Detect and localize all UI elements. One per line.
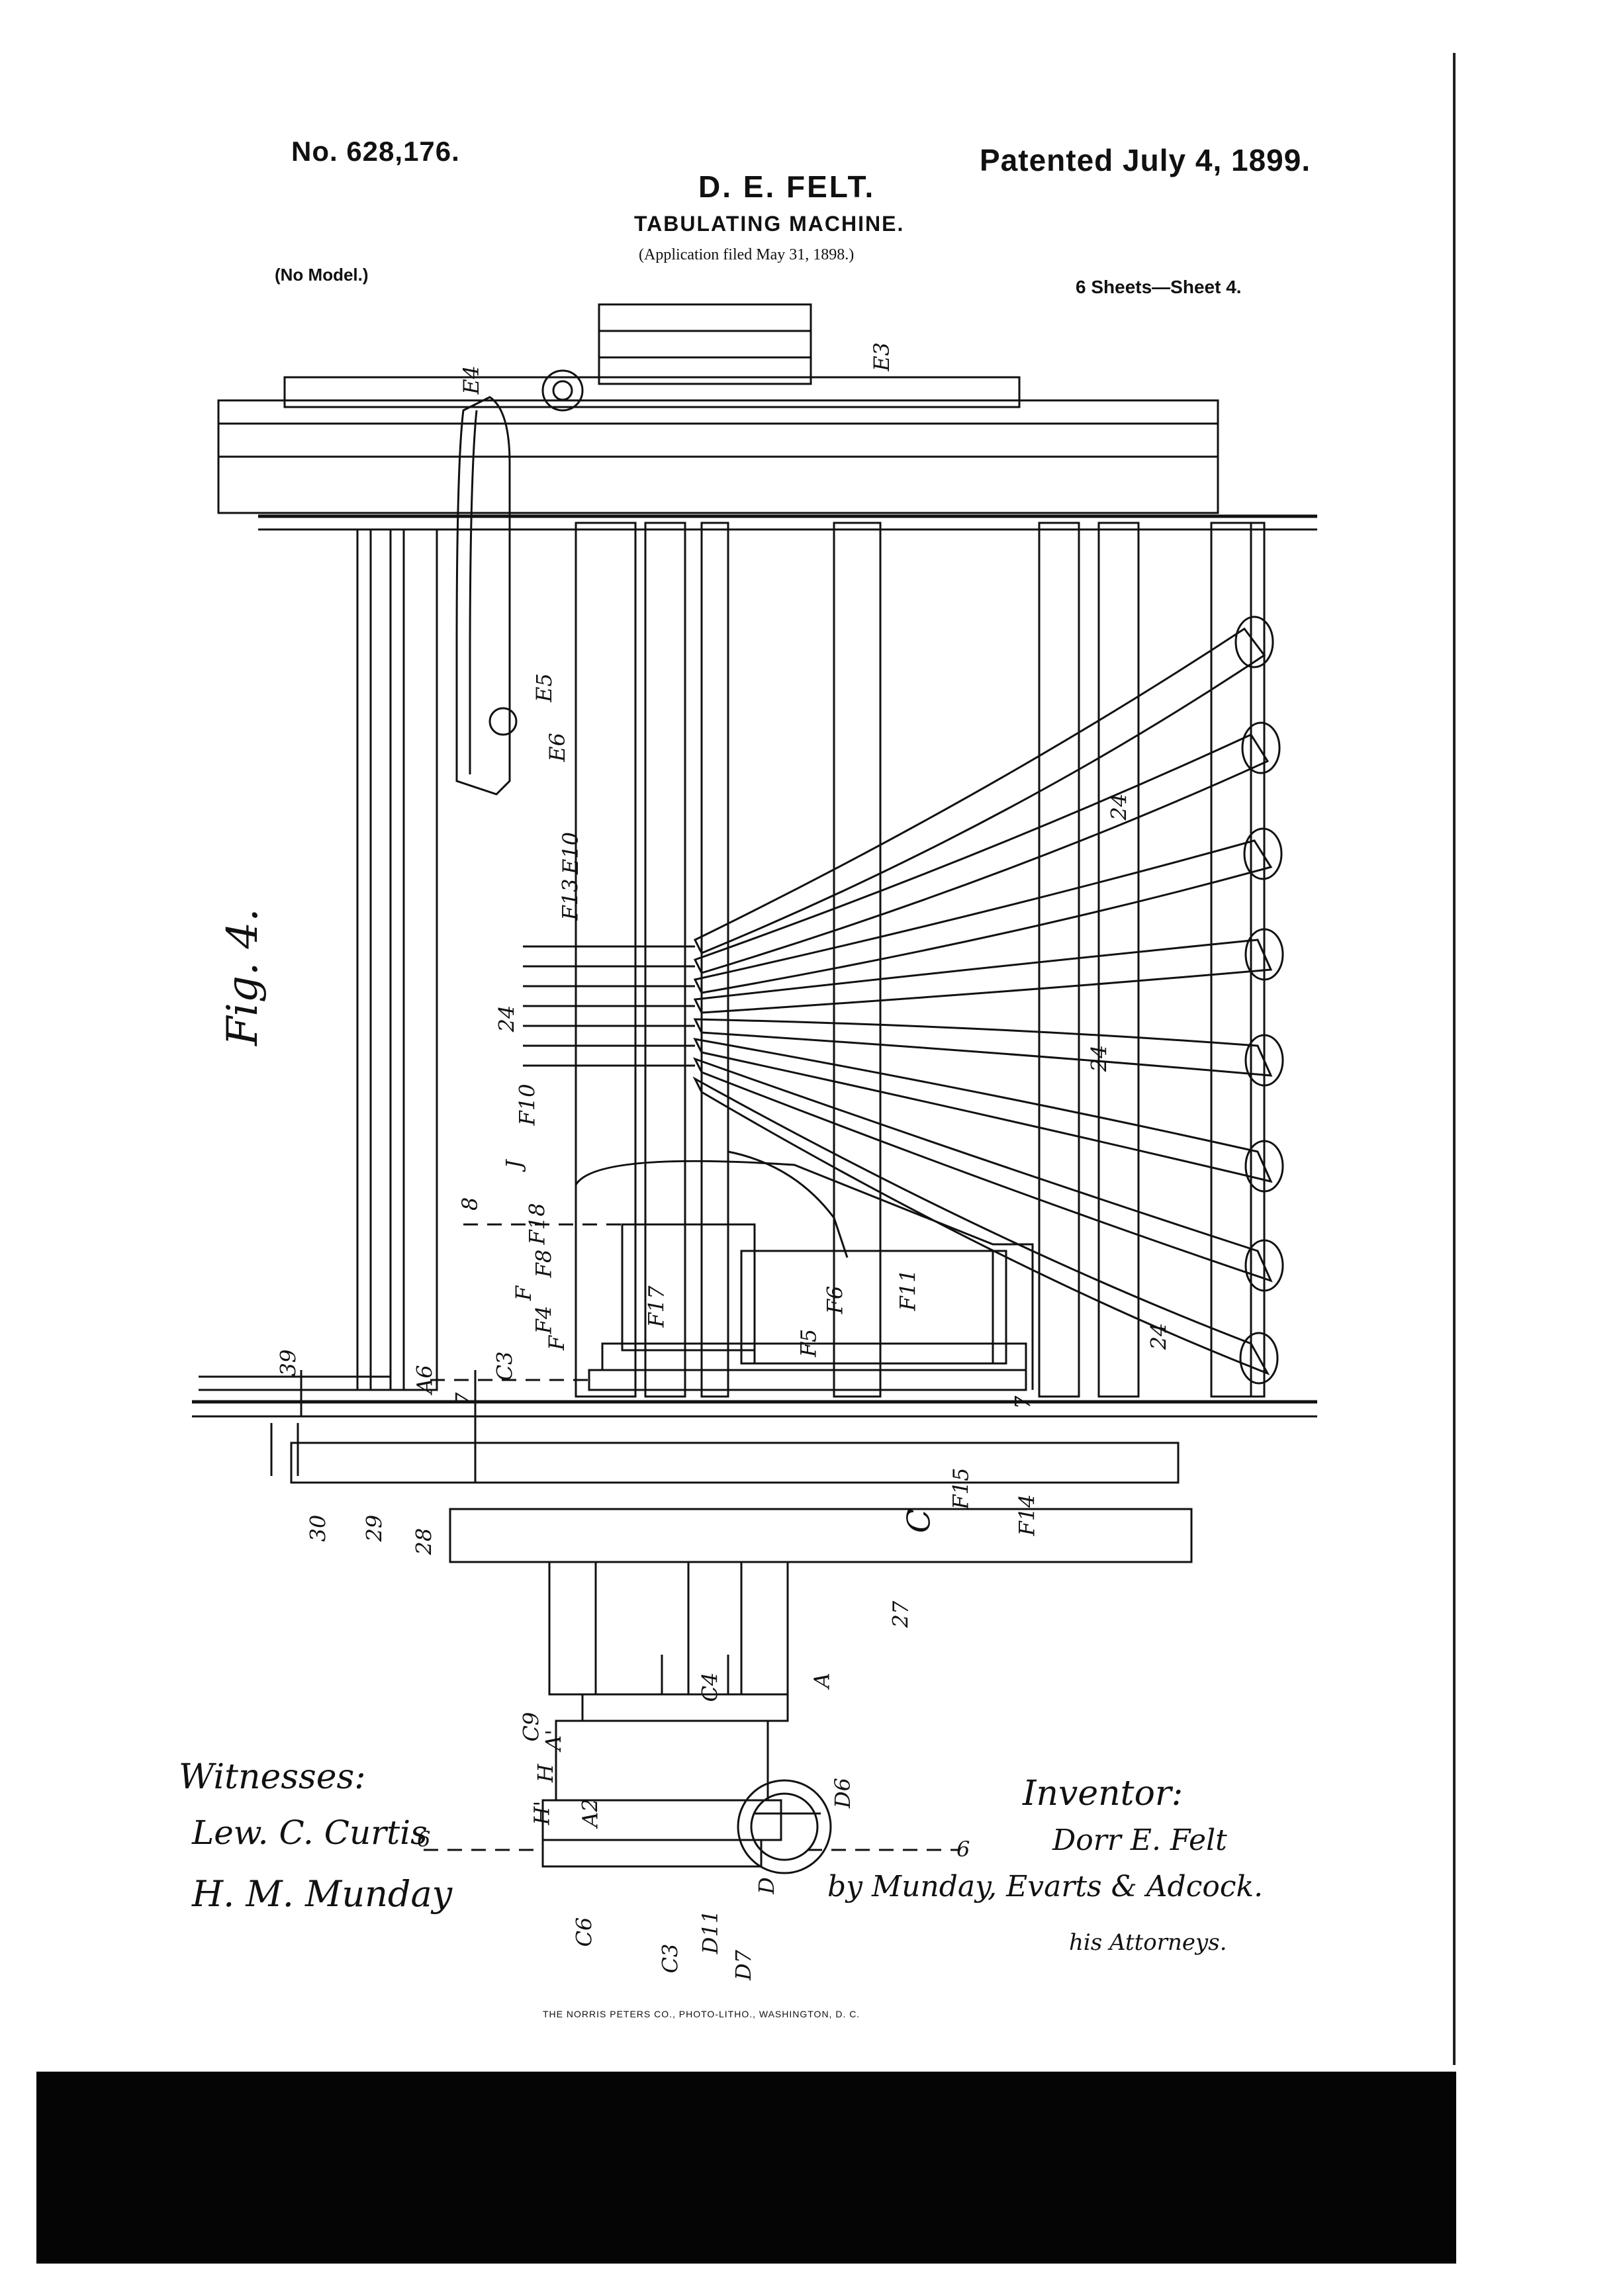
patented-date: Patented July 4, 1899. <box>980 143 1311 177</box>
ref-24-c: 24 <box>1086 1044 1112 1072</box>
ref-F10: F10 <box>514 1083 540 1126</box>
model-note: (No Model.) <box>275 265 369 285</box>
witness-signature-2: H. M. Munday <box>192 1873 453 1915</box>
ref-24-a: 24 <box>1106 793 1132 821</box>
ref-F-b: F <box>544 1335 570 1351</box>
ref-A-prime: A' <box>540 1729 566 1751</box>
ref-C9: C9 <box>518 1712 544 1742</box>
printer-credit: THE NORRIS PETERS CO., PHOTO-LITHO., WAS… <box>543 2009 860 2019</box>
ref-F15: F15 <box>948 1467 974 1510</box>
ref-F18: F18 <box>524 1203 550 1245</box>
ref-D7: D7 <box>731 1949 757 1981</box>
ref-D6: D6 <box>830 1777 856 1809</box>
ref-E3: E3 <box>868 342 894 371</box>
ref-E10: E10 <box>558 831 584 875</box>
ref-F-a: F <box>511 1285 537 1301</box>
ref-E6: E6 <box>544 733 570 762</box>
ref-8: 8 <box>457 1197 483 1211</box>
page-edge-line <box>1453 53 1456 2065</box>
ref-6-right: 6 <box>956 1837 970 1862</box>
application-filed: (Application filed May 31, 1898.) <box>639 246 855 263</box>
ref-30: 30 <box>305 1514 331 1542</box>
ref-F13: F13 <box>557 878 583 921</box>
his-attorneys: his Attorneys. <box>1069 1929 1227 1956</box>
ref-39: 39 <box>275 1349 301 1377</box>
ref-7-a: 7 <box>451 1392 477 1406</box>
ref-F14: F14 <box>1014 1494 1040 1536</box>
ref-28: 28 <box>411 1528 437 1555</box>
ref-D11: D11 <box>698 1909 723 1954</box>
ref-27: 27 <box>888 1600 913 1628</box>
ref-F6: F6 <box>822 1285 848 1314</box>
ref-E5: E5 <box>531 673 557 702</box>
patent-title: TABULATING MACHINE. <box>634 212 905 236</box>
witness-signature-1: Lew. C. Curtis <box>192 1814 428 1852</box>
ref-F11: F11 <box>895 1269 921 1311</box>
ref-C3-b: C3 <box>657 1943 683 1974</box>
ref-29: 29 <box>361 1514 387 1542</box>
attorneys-signature: by Munday, Evarts & Adcock. <box>827 1870 1264 1904</box>
ref-A2: A2 <box>577 1798 603 1827</box>
inventor-name: Dorr E. Felt <box>1052 1823 1227 1857</box>
ref-C4: C4 <box>697 1672 723 1702</box>
figure-label: Fig. 4. <box>218 908 267 1046</box>
ref-F17: F17 <box>643 1285 669 1328</box>
patent-number: No. 628,176. <box>291 136 460 167</box>
inventor-header: D. E. FELT. <box>698 169 876 204</box>
ref-C3-a: C3 <box>492 1351 518 1381</box>
ref-6-left: 6 <box>417 1827 431 1852</box>
witnesses-heading: Witnesses: <box>179 1757 366 1797</box>
ref-F8: F8 <box>531 1249 557 1278</box>
ref-24-b: 24 <box>494 1005 520 1033</box>
ref-D: D <box>753 1877 779 1894</box>
inventor-heading: Inventor: <box>1023 1774 1183 1814</box>
ref-C6: C6 <box>571 1917 597 1947</box>
ref-A: A <box>809 1673 835 1688</box>
ref-F5: F5 <box>796 1328 821 1357</box>
ref-A6: A6 <box>412 1365 438 1394</box>
ref-J: J <box>501 1160 527 1169</box>
ref-H: H <box>532 1764 558 1782</box>
ref-24-d: 24 <box>1146 1322 1172 1350</box>
ref-F4: F4 <box>531 1305 557 1334</box>
ref-C: C <box>900 1508 938 1534</box>
ref-E4-top: E4 <box>458 365 484 394</box>
sheet-count: 6 Sheets—Sheet 4. <box>1076 277 1242 297</box>
scan-border-bar <box>36 2072 1456 2264</box>
ref-7-b: 7 <box>1010 1395 1036 1410</box>
ref-H-prime: H' <box>529 1800 555 1825</box>
